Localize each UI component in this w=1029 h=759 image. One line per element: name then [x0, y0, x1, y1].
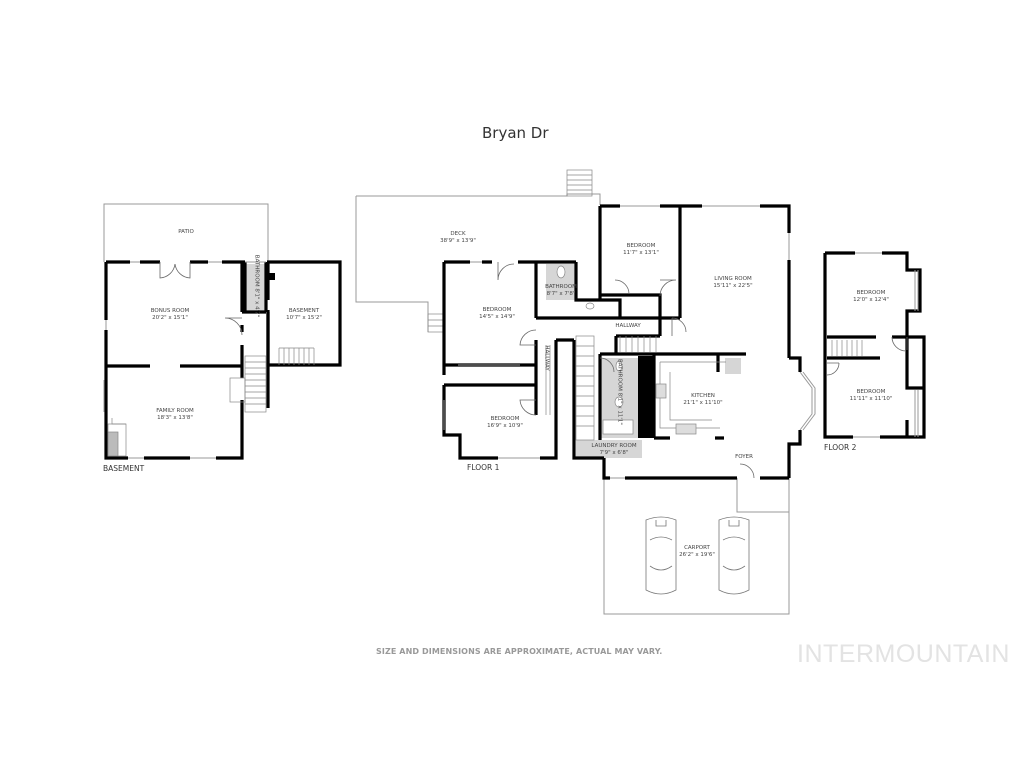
room-name: LIVING ROOM — [714, 276, 752, 282]
street-name: Bryan Dr — [482, 124, 549, 142]
room-name: BEDROOM — [856, 290, 886, 296]
floor-label-floor1: FLOOR 1 — [467, 463, 500, 472]
floor2-plan — [823, 251, 926, 439]
floor-label-floor2: FLOOR 2 — [824, 443, 857, 452]
room-dimensions: 11'11" x 11'10" — [849, 396, 893, 402]
room-label-patio: PATIO — [178, 229, 194, 236]
room-dimensions: 16'9" x 10'9" — [487, 423, 523, 429]
room-name: FAMILY ROOM — [156, 408, 194, 414]
room-name: BEDROOM — [626, 243, 656, 249]
room-name: HALLWAY — [615, 323, 641, 329]
room-name: HALLWAY — [543, 345, 550, 371]
room-name: BEDROOM — [490, 416, 520, 422]
room-dimensions: 10'7" x 15'2" — [286, 315, 322, 321]
floor1-plan — [355, 169, 816, 615]
floor-label-basement: BASEMENT — [103, 464, 145, 473]
room-name: DECK — [450, 231, 466, 237]
room-dimensions: 38'9" x 13'9" — [440, 238, 476, 244]
room-name: BATHROOM — [616, 359, 623, 391]
room-label-hallway-1: HALLWAY — [615, 323, 640, 330]
room-dimensions: 12'0" x 12'4" — [853, 297, 889, 303]
room-dimensions: 20'2" x 15'1" — [152, 315, 188, 321]
room-name: BONUS ROOM — [150, 308, 190, 314]
room-name: FOYER — [735, 454, 753, 460]
room-name: CARPORT — [684, 545, 710, 551]
room-dimensions: 7'9" x 6'8" — [599, 450, 629, 456]
room-dimensions: 11'7" x 13'1" — [623, 250, 659, 256]
room-dimensions: 8'7" x 7'8" — [546, 291, 576, 297]
room-dimensions: 15'11" x 22'5" — [713, 283, 753, 289]
room-label-foyer: FOYER — [735, 454, 753, 461]
basement-plan — [103, 203, 342, 460]
room-label-bathroom-2: BATHROOM 8'1" x 11'1" — [616, 359, 623, 425]
brand-watermark: INTERMOUNTAIN — [797, 640, 1010, 668]
room-name: BEDROOM — [482, 307, 512, 313]
room-name: KITCHEN — [691, 393, 715, 399]
room-dimensions: 14'5" x 14'9" — [479, 314, 515, 320]
room-dimensions: 8'1" x 4'7" — [253, 288, 260, 318]
room-name: BATHROOM — [253, 254, 260, 287]
room-label-basement-bathroom: BATHROOM 8'1" x 4'7" — [253, 255, 260, 317]
room-name: LAUNDRY ROOM — [591, 443, 637, 449]
room-name: PATIO — [178, 229, 194, 235]
room-dimensions: 26'2" x 19'6" — [679, 552, 715, 558]
room-name: BATHROOM — [545, 284, 577, 290]
room-dimensions: 21'1" x 11'10" — [683, 400, 723, 406]
disclaimer-text: SIZE AND DIMENSIONS ARE APPROXIMATE, ACT… — [376, 647, 663, 656]
room-dimensions: 8'1" x 11'1" — [616, 392, 623, 425]
room-dimensions: 18'3" x 13'8" — [157, 415, 193, 421]
room-name: BEDROOM — [856, 389, 886, 395]
room-label-hallway-2: HALLWAY — [543, 345, 550, 370]
room-name: BASEMENT — [288, 308, 320, 314]
